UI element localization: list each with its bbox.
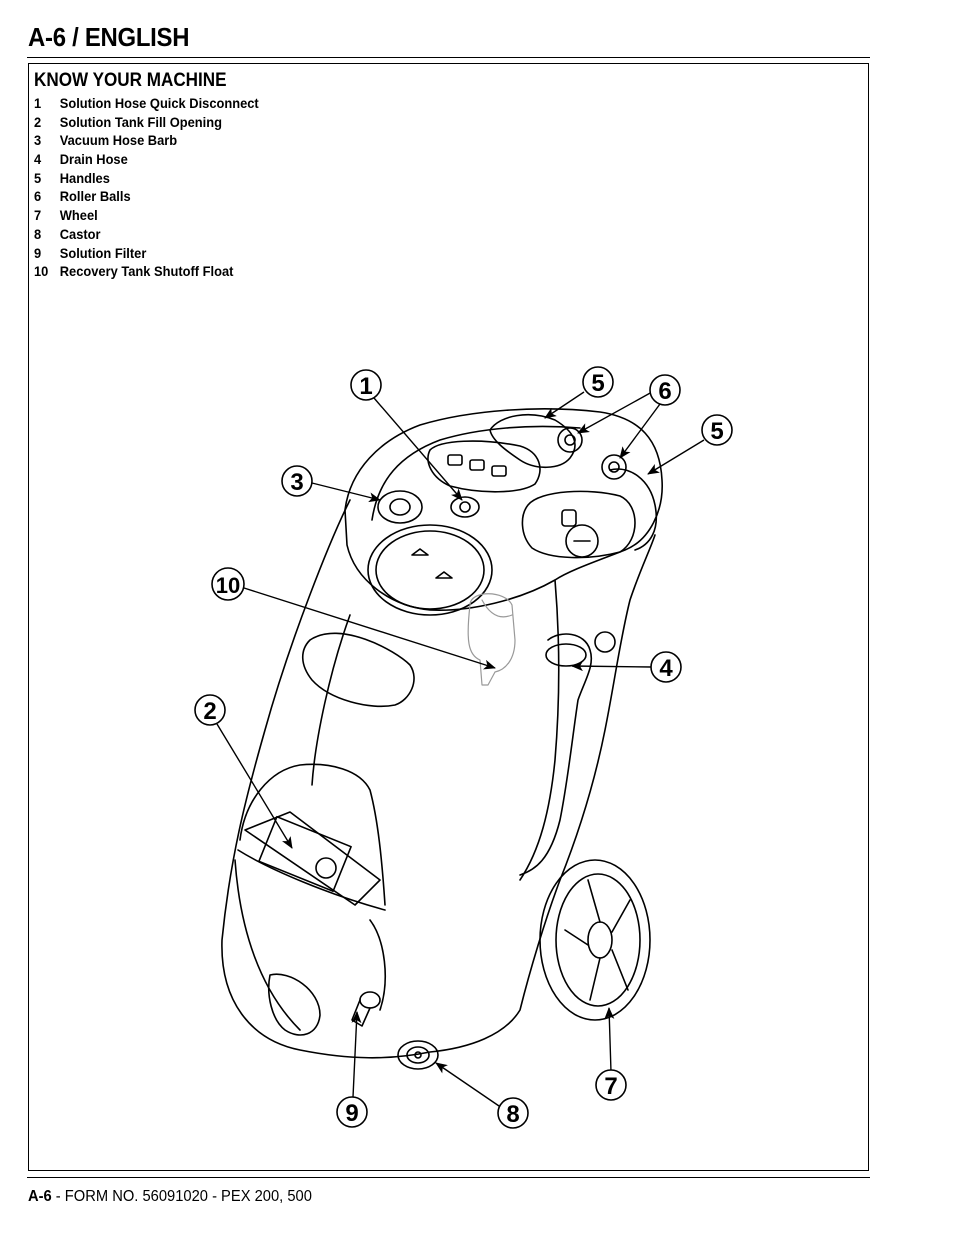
- callout-6-circle: [649, 374, 681, 406]
- part-label: Vacuum Hose Barb: [59, 132, 178, 149]
- part-number: 6: [34, 188, 42, 205]
- part-label: Castor: [59, 225, 101, 242]
- callout-4: 4: [659, 655, 673, 682]
- part-number: 1: [34, 95, 42, 111]
- part-number: 3: [34, 132, 42, 149]
- vacuum-hose-barb: [377, 490, 423, 524]
- rear-handle: [489, 414, 576, 469]
- list-item: 7 Wheel: [34, 206, 259, 225]
- solution-tank: [239, 763, 386, 906]
- page-title: A-6 / ENGLISH: [28, 22, 190, 52]
- castor: [397, 1040, 439, 1070]
- leader-line-2: [216, 723, 293, 849]
- callout-10: 10: [216, 573, 240, 598]
- callout-1-circle: [350, 369, 382, 401]
- drain-hose: [519, 633, 593, 876]
- part-label: Drain Hose: [59, 151, 128, 168]
- leader-line-3: [311, 482, 381, 503]
- leader-line-5b: [647, 439, 705, 475]
- fill-opening: [244, 811, 381, 906]
- page-footer: A-6 - FORM NO. 56091020 - PEX 200, 500: [28, 1188, 312, 1206]
- list-item: 4 Drain Hose: [34, 150, 259, 169]
- callout-7: 7: [604, 1073, 617, 1100]
- callout-5b: 5: [710, 418, 723, 445]
- leader-line-4: [571, 661, 652, 672]
- leader-line-9: [351, 1011, 362, 1098]
- callout-5a: 5: [591, 370, 604, 397]
- roller-ball: [601, 454, 627, 480]
- section-heading: KNOW YOUR MACHINE: [34, 70, 227, 91]
- part-number: 7: [34, 207, 42, 224]
- footer-form-text: - FORM NO. 56091020 - PEX 200, 500: [51, 1188, 312, 1205]
- part-number: 2: [34, 113, 42, 130]
- pressure-gauge: [565, 524, 599, 558]
- part-number: 8: [34, 225, 42, 242]
- top-deck: [344, 408, 663, 612]
- callout-7-circle: [595, 1069, 627, 1101]
- part-label: Handles: [59, 169, 110, 186]
- gauge-panel: [521, 490, 636, 559]
- part-label: Roller Balls: [59, 188, 131, 205]
- callout-8-circle: [497, 1097, 529, 1129]
- leader-line-8: [435, 1062, 500, 1107]
- leader-line-6b: [619, 403, 661, 459]
- control-panel: [427, 440, 541, 493]
- footer-rule: [27, 1177, 870, 1178]
- leader-line-10: [243, 587, 496, 670]
- title-rule: [27, 57, 870, 58]
- leader-line-7: [604, 1007, 615, 1073]
- callout-4-circle: [650, 651, 682, 683]
- callout-9-circle: [336, 1096, 368, 1128]
- wheel: [539, 859, 651, 1021]
- part-number: 4: [34, 151, 42, 168]
- callout-2-circle: [194, 694, 226, 726]
- part-number: 5: [34, 169, 42, 186]
- list-item: 1 Solution Hose Quick Disconnect: [34, 94, 259, 113]
- callout-6: 6: [658, 378, 671, 405]
- part-number: 10: [34, 263, 49, 280]
- callout-5b-circle: [701, 414, 733, 446]
- list-item: 8 Castor: [34, 225, 259, 244]
- list-item: 10 Recovery Tank Shutoff Float: [34, 262, 259, 281]
- callout-10-circle: [211, 567, 245, 601]
- shutoff-float: [467, 593, 516, 686]
- part-label: Solution Tank Fill Opening: [59, 113, 222, 130]
- part-label: Wheel: [59, 207, 98, 224]
- leader-line-5a: [544, 391, 585, 419]
- part-label: Solution Hose Quick Disconnect: [59, 95, 259, 111]
- list-item: 2 Solution Tank Fill Opening: [34, 113, 259, 132]
- part-label: Solution Filter: [59, 244, 147, 261]
- part-number: 9: [34, 244, 42, 261]
- callout-3: 3: [290, 469, 303, 496]
- callout-8: 8: [506, 1101, 519, 1128]
- list-item: 3 Vacuum Hose Barb: [34, 131, 259, 150]
- callout-1: 1: [359, 373, 372, 400]
- front-window: [301, 632, 415, 708]
- list-item: 6 Roller Balls: [34, 187, 259, 206]
- callout-5a-circle: [582, 366, 614, 398]
- callout-9: 9: [345, 1100, 358, 1127]
- list-item: 5 Handles: [34, 169, 259, 188]
- content-frame: [28, 63, 869, 1171]
- footer-page-number: A-6: [28, 1188, 52, 1205]
- list-item: 9 Solution Filter: [34, 244, 259, 263]
- part-label: Recovery Tank Shutoff Float: [59, 263, 234, 280]
- quick-disconnect: [450, 496, 480, 518]
- callout-2: 2: [203, 698, 216, 725]
- roller-ball: [557, 427, 583, 453]
- callout-3-circle: [281, 465, 313, 497]
- recovery-tank-lid: [367, 524, 493, 616]
- leader-line-6a: [577, 391, 653, 434]
- leader-line-1: [373, 397, 463, 501]
- machine-body: [221, 499, 656, 1059]
